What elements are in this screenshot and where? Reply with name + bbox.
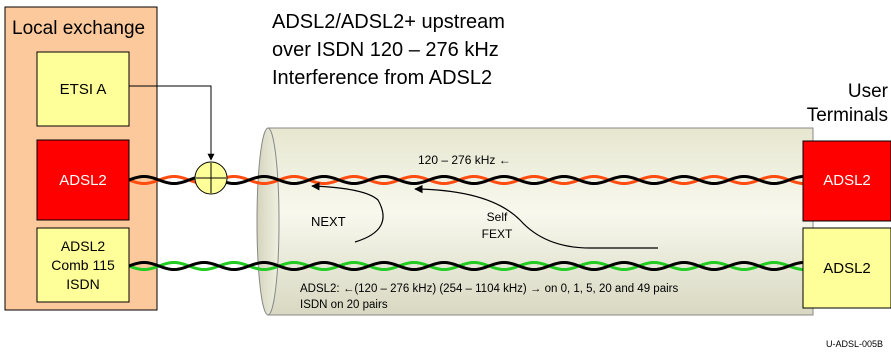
exchange-adsl2-label: ADSL2 — [59, 172, 107, 189]
bottom-pair-wire-b — [128, 261, 804, 271]
cable-body — [267, 127, 814, 316]
self-fext-line-1: Self — [487, 210, 508, 224]
top-pair-wire-b — [128, 175, 804, 185]
local-exchange-title: Local exchange — [12, 18, 145, 39]
user-adsl2-bottom-box — [802, 227, 891, 309]
twisted-pair-top — [128, 175, 804, 185]
user-adsl2-bottom-label: ADSL2 — [823, 260, 871, 277]
next-curve-arrow — [311, 182, 384, 243]
headline-line-3: Interference from ADSL2 — [272, 67, 492, 89]
etsi-a-label: ETSI A — [60, 81, 107, 98]
comb-isdn-line-2: Comb 115 — [51, 257, 115, 273]
summing-node-icon — [194, 161, 228, 195]
comb-isdn-line-3: ISDN — [66, 276, 99, 292]
self-fext-curve-arrow — [414, 184, 658, 249]
user-adsl2-top-label: ADSL2 — [823, 172, 871, 189]
top-pair-wire-a — [128, 175, 804, 185]
user-adsl2-top-box — [802, 140, 891, 222]
exchange-adsl2-box — [36, 139, 130, 221]
comb-isdn-line-1: ADSL2 — [61, 238, 106, 254]
etsi-a-box — [36, 51, 130, 127]
user-terminals-line-1: User — [848, 81, 889, 102]
bottom-pair-wire-a — [128, 261, 804, 271]
headline-line-1: ADSL2/ADSL2+ upstream — [272, 11, 505, 33]
etsi-connector-line — [129, 85, 215, 161]
cable-end-cap — [256, 127, 280, 316]
comb-isdn-box — [36, 227, 130, 303]
headline-line-2: over ISDN 120 – 276 kHz — [272, 39, 499, 61]
next-label: NEXT — [311, 214, 346, 229]
twisted-pair-bottom — [128, 261, 804, 271]
cable-info-line-2: ISDN on 20 pairs — [300, 299, 388, 311]
band-label: 120 – 276 kHz ← — [418, 153, 511, 167]
self-fext-line-2: FEXT — [482, 227, 513, 241]
user-terminals-line-2: Terminals — [807, 105, 888, 126]
cable-info-line-1: ADSL2: ←(120 – 276 kHz) (254 – 1104 kHz)… — [300, 283, 678, 295]
figure-id: U-ADSL-005B — [826, 339, 883, 349]
